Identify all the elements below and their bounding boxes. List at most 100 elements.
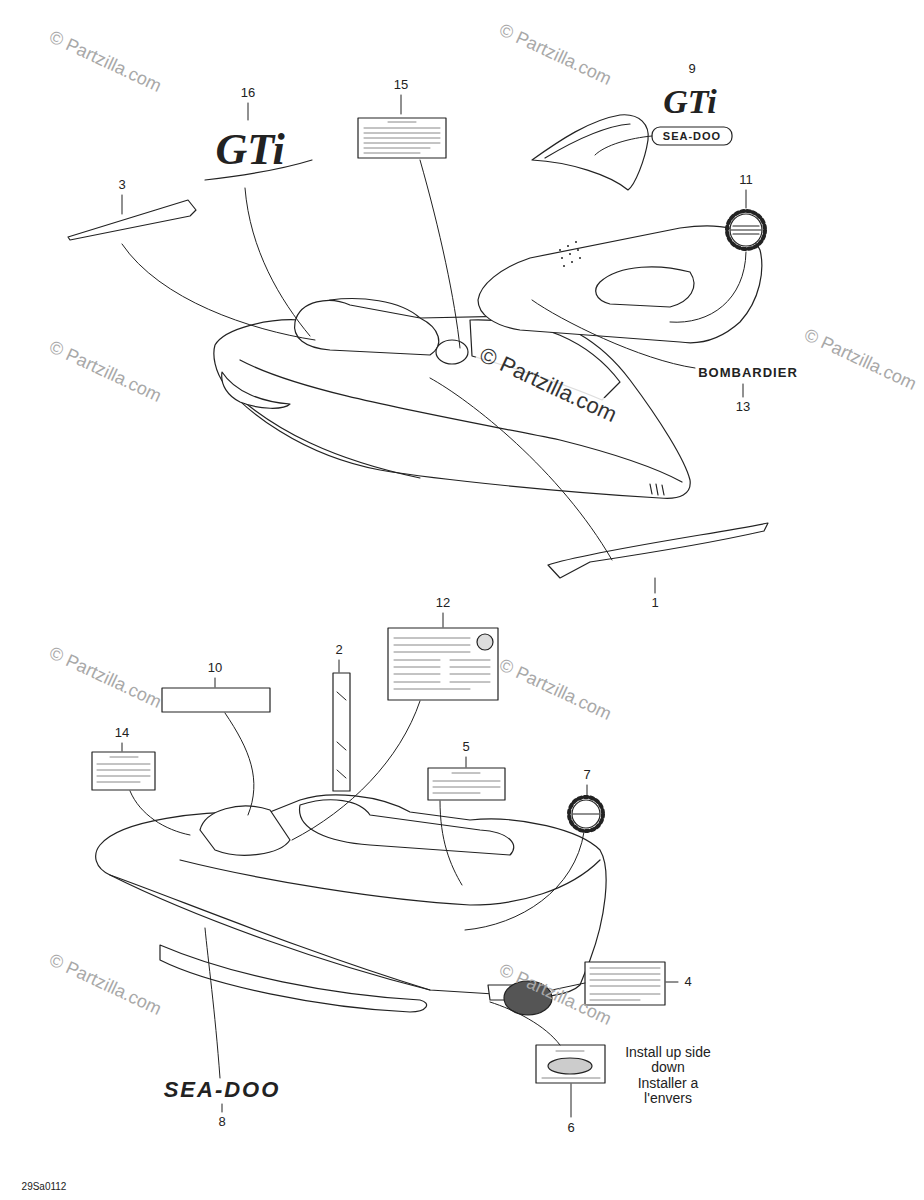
leader-line [743, 384, 744, 397]
decal-text-lines [590, 968, 660, 1000]
emblem-teeth [727, 211, 765, 249]
leader-line [443, 613, 444, 627]
decal-band [162, 688, 270, 712]
leader-line [440, 801, 462, 885]
logo-text: SEA-DOO [663, 130, 721, 142]
callout-number: 4 [684, 975, 691, 989]
callout-number: 7 [583, 768, 590, 782]
callout-number: 13 [736, 400, 750, 414]
seat [295, 301, 439, 355]
leader-line [401, 95, 402, 114]
callout-number: 11 [739, 173, 753, 187]
leader-line [225, 713, 254, 815]
leader-line [122, 244, 315, 340]
seat-cover-dots [559, 241, 581, 267]
leader-line [245, 188, 310, 336]
leader-line [215, 678, 216, 687]
leader-line [122, 743, 123, 751]
logo-text: BOMBARDIER [698, 366, 798, 380]
warning-decal [536, 1045, 605, 1083]
leader-line [248, 103, 249, 120]
install-note: Installer a l'envers [633, 1076, 703, 1106]
hull-line [110, 875, 430, 990]
decal-text-lines [394, 638, 490, 689]
steering [436, 340, 468, 364]
watermark: © Partzilla.com [46, 643, 164, 712]
watermark: © Partzilla.com [473, 341, 623, 428]
leader-line [587, 785, 588, 796]
warning-decal [585, 962, 665, 1005]
leader-line [420, 160, 460, 348]
hull-outline [96, 795, 606, 997]
warning-decal [428, 768, 505, 800]
logo-text: GTi [663, 83, 717, 120]
install-note: Install up side down [614, 1045, 722, 1075]
watermark: © Partzilla.com [46, 27, 164, 96]
leader-line [490, 1002, 560, 1045]
decal-text-lines [542, 1051, 600, 1078]
warning-decal [358, 118, 446, 158]
callout-number: 16 [241, 86, 255, 100]
watermark: © Partzilla.com [496, 960, 614, 1029]
leader-line [122, 195, 123, 214]
callout-number: 1 [651, 596, 658, 610]
decal-strip-marks [337, 692, 346, 778]
leader-line [465, 832, 584, 930]
decal-text-lines [364, 122, 440, 153]
sponson [222, 372, 290, 408]
sponson [160, 945, 427, 1012]
callout-number: 15 [394, 78, 408, 92]
callout-number: 3 [118, 178, 125, 192]
logo-banner [652, 127, 732, 145]
leader-line [339, 660, 340, 672]
logo-text: GTi [215, 126, 284, 174]
leader-line [130, 791, 190, 835]
decal-stripe [548, 523, 768, 578]
watermark: © Partzilla.com [46, 337, 164, 406]
leader-line [571, 1084, 572, 1117]
callout-number: 9 [688, 62, 695, 76]
watermark: © Partzilla.com [496, 20, 614, 89]
leader-line [532, 300, 695, 368]
leader-line [466, 757, 467, 767]
watermark: © Partzilla.com [801, 325, 919, 394]
seat-cover [478, 226, 762, 343]
watermark: © Partzilla.com [496, 655, 614, 724]
emblem [572, 800, 600, 828]
leader-line [666, 982, 678, 983]
decal-fin-line [545, 124, 630, 158]
decal-fin [532, 115, 648, 190]
callout-number: 14 [115, 726, 129, 740]
decal-picture [548, 1058, 592, 1074]
decal-strip [333, 673, 350, 791]
emblem-band [573, 813, 599, 814]
seat [300, 800, 514, 855]
figure-code: 29Sa0112 [22, 1181, 67, 1192]
callout-number: 8 [218, 1115, 225, 1129]
hull-line [180, 860, 600, 905]
leader-line [222, 1104, 223, 1112]
decal-text-lines [97, 757, 150, 782]
warning-decal [92, 752, 155, 790]
leader-line [746, 190, 747, 208]
leader-line [655, 578, 656, 593]
logo-text: SEA-DOO [164, 1078, 281, 1102]
decal-stripe [68, 200, 196, 240]
callout-number: 2 [335, 643, 342, 657]
emblem-band [731, 226, 761, 234]
decal-text-lines [433, 773, 500, 793]
leader-line [205, 928, 220, 1078]
callout-number: 5 [462, 740, 469, 754]
seat-cover-window [596, 267, 694, 307]
info-decal [388, 628, 498, 700]
callout-number: 6 [567, 1121, 574, 1135]
watermark: © Partzilla.com [46, 950, 164, 1019]
decal-seal [477, 634, 493, 650]
leader-line [292, 701, 420, 840]
emblem-teeth [569, 797, 603, 831]
leader-line [670, 252, 746, 322]
callout-number: 12 [436, 596, 450, 610]
leader-line [595, 136, 652, 155]
emblem [730, 214, 762, 246]
